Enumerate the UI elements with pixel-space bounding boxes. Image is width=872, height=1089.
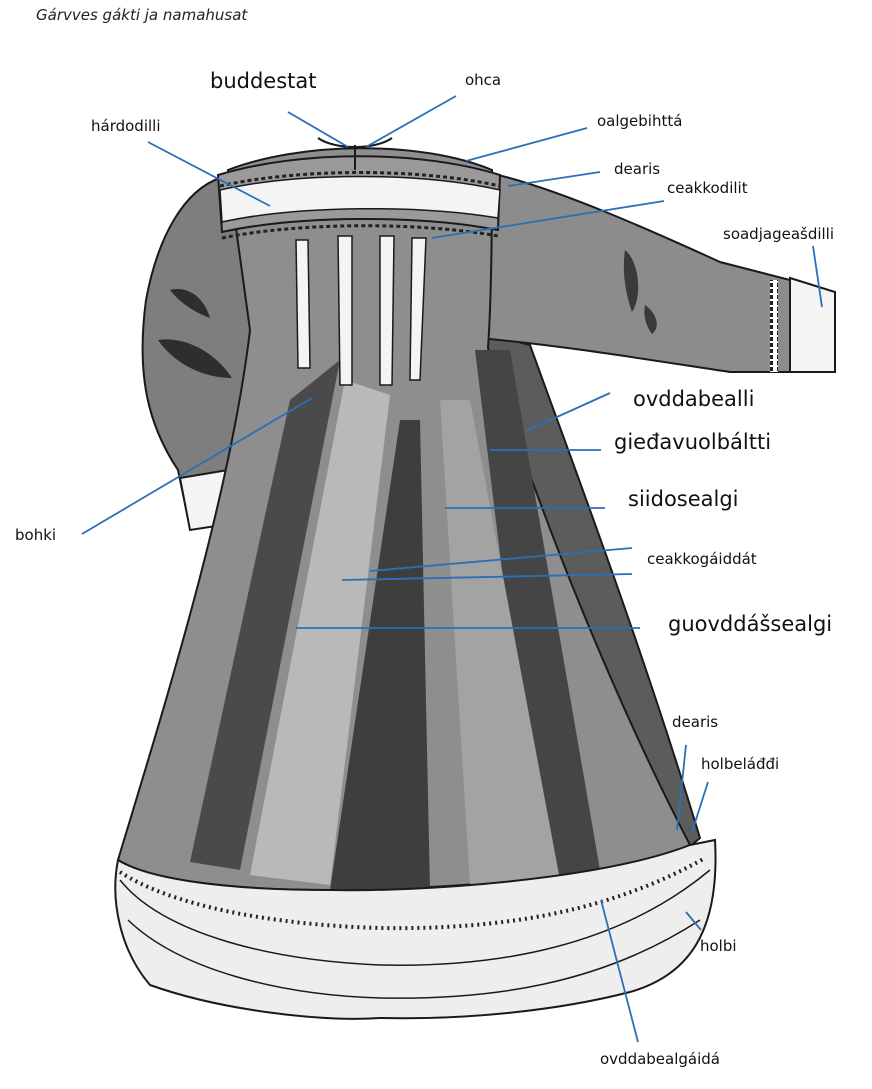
- leader-ovddabealli: [526, 393, 610, 431]
- label-holbi: holbi: [700, 939, 737, 954]
- leader-ovddabealgaida: [601, 900, 638, 1042]
- leader-ohca: [366, 96, 456, 147]
- leader-ceakkodilit: [432, 201, 664, 238]
- label-buddestat: buddestat: [210, 71, 317, 92]
- leader-holbi: [686, 912, 701, 930]
- label-bohki: bohki: [15, 528, 56, 543]
- leader-ceakkogaiddat-2: [342, 574, 632, 580]
- leader-ceakkogaiddat-1: [370, 548, 632, 571]
- leader-oalgebihtta: [466, 128, 587, 161]
- leader-dearis-bottom: [677, 745, 686, 830]
- leader-hardodilli: [148, 142, 270, 206]
- label-hardodilli: hárdodilli: [91, 119, 161, 134]
- label-holbeladdi: holbeláđđi: [701, 757, 779, 772]
- leader-soadjageasdilli: [813, 246, 822, 307]
- leader-dearis-top: [508, 172, 600, 186]
- label-ceakkogaiddat: ceakkogáiddát: [647, 552, 757, 567]
- label-siidosealgi: siidosealgi: [628, 489, 739, 510]
- label-ohca: ohca: [465, 73, 501, 88]
- leader-buddestat: [288, 112, 348, 147]
- label-ceakkodilit: ceakkodilit: [667, 181, 748, 196]
- label-giedavuolbaltti: gieđavuolbáltti: [614, 432, 771, 453]
- leader-bohki: [82, 398, 312, 534]
- label-dearis-bottom: dearis: [672, 715, 718, 730]
- label-ovddabealgaida: ovddabealgáidá: [600, 1052, 720, 1067]
- label-guovddassealgi: guovddášsealgi: [668, 614, 832, 635]
- label-ovddabealli: ovddabealli: [633, 389, 754, 410]
- label-soadjageasdilli: soadjageašdilli: [723, 227, 834, 242]
- leader-holbeladdi: [692, 782, 708, 832]
- label-dearis-top: dearis: [614, 162, 660, 177]
- label-oalgebihtta: oalgebihttá: [597, 114, 682, 129]
